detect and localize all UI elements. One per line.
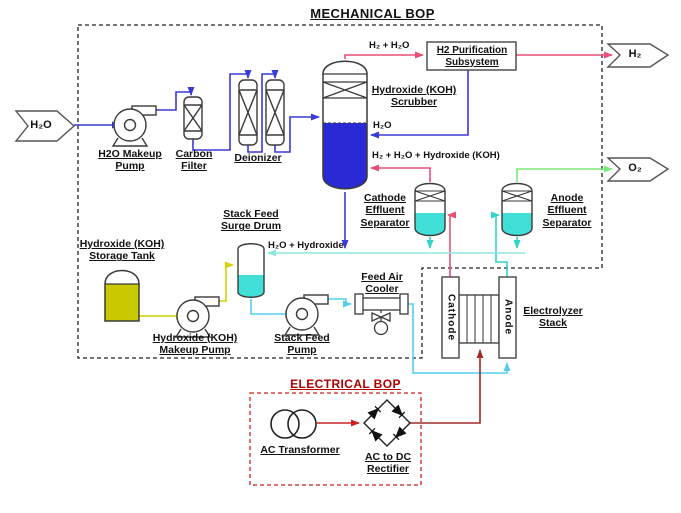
anode-separator-symbol bbox=[501, 182, 533, 237]
o2-outlet-flag bbox=[606, 157, 670, 182]
h2-purification-box bbox=[426, 41, 517, 71]
stream-h2-h2o-label: H₂ + H₂O bbox=[369, 40, 410, 51]
koh-makeup-pump-label: Hydroxide (KOH) Makeup Pump bbox=[152, 332, 238, 357]
surge-drum-label: Stack Feed Surge Drum bbox=[220, 208, 282, 233]
h2o-makeup-pump-symbol bbox=[111, 105, 157, 147]
mechanical-bop-title: MECHANICAL BOP bbox=[310, 6, 435, 21]
pipe-koh-pump-to-drum bbox=[219, 261, 234, 302]
stack-feed-pipes bbox=[250, 298, 511, 374]
electrolyzer-stack-label: Electrolyzer Stack bbox=[523, 305, 583, 330]
koh-scrubber-label: Hydroxide (KOH) Scrubber bbox=[371, 84, 457, 109]
stack-feed-pump-symbol bbox=[283, 294, 329, 336]
pipe-purification-to-scrubber bbox=[370, 70, 469, 139]
cathode-plate bbox=[441, 276, 460, 359]
electrical-bop-boundary bbox=[249, 392, 422, 486]
stream-h2-h2o-koh-label: H₂ + H₂O + Hydroxide (KOH) bbox=[372, 150, 500, 161]
koh-storage-tank-symbol bbox=[104, 269, 140, 322]
electrical-bop-title: ELECTRICAL BOP bbox=[290, 377, 401, 391]
anode-label: Anode bbox=[502, 299, 514, 336]
h2o-makeup-pump-label: H2O Makeup Pump bbox=[98, 148, 162, 173]
carbon-filter-label: Carbon Filter bbox=[175, 148, 213, 173]
feed-air-cooler-label: Feed Air Cooler bbox=[361, 271, 403, 296]
o2-outlet-label: O₂ bbox=[628, 162, 642, 174]
anode-separator-label: Anode Effluent Separator bbox=[542, 192, 592, 229]
ac-transformer-symbol bbox=[270, 409, 317, 439]
deionizer-label: Deionizer bbox=[234, 152, 282, 164]
cathode-separator-symbol bbox=[414, 182, 446, 237]
feed-air-cooler-symbol bbox=[354, 293, 409, 336]
pipe-scrubber-to-purification bbox=[344, 51, 424, 59]
stack-feed-pump-label: Stack Feed Pump bbox=[274, 332, 330, 357]
h2-outlet-flag bbox=[606, 43, 670, 68]
electrolyzer-stack-symbol bbox=[441, 276, 517, 359]
pipe-pump-to-carbon-filter bbox=[154, 87, 195, 111]
carbon-filter-symbol bbox=[183, 96, 203, 140]
pipe-cathode-sep-to-scrubber bbox=[370, 164, 431, 182]
hydroxide-pipes bbox=[267, 211, 525, 277]
electrical-lines bbox=[317, 349, 484, 427]
h2o-inlet-flag bbox=[14, 110, 76, 142]
pipe-stack-to-anode-sep bbox=[491, 211, 508, 277]
mechanical-bop-boundary bbox=[77, 24, 603, 359]
pipe-filter-to-deionizer1 bbox=[192, 70, 252, 151]
pipe-deionizer2-to-scrubber bbox=[274, 113, 320, 153]
water-pipes bbox=[74, 70, 469, 249]
stream-h2o-hydroxide-label: H₂O + Hydroxide bbox=[268, 240, 344, 251]
anode-plate bbox=[498, 276, 517, 359]
surge-drum-symbol bbox=[237, 243, 265, 298]
h2o-inlet-label: H₂O bbox=[30, 119, 52, 131]
rectifier-symbol bbox=[363, 399, 411, 447]
koh-scrubber-symbol bbox=[322, 60, 368, 190]
line-rectifier-to-stack bbox=[410, 349, 484, 424]
hydrogen-pipes bbox=[344, 51, 613, 277]
pipe-pump-to-cooler bbox=[328, 298, 352, 308]
rectifier-label: AC to DC Rectifier bbox=[364, 451, 412, 476]
stream-h2o-return-label: H₂O bbox=[373, 120, 392, 131]
h2-purification-label: H2 Purification Subsystem bbox=[436, 45, 508, 68]
cathode-label: Cathode bbox=[445, 294, 457, 341]
pipe-drum-to-stack-feed-pump bbox=[250, 299, 294, 318]
ac-transformer-label: AC Transformer bbox=[260, 444, 340, 456]
deionizer-symbol bbox=[238, 79, 285, 146]
koh-storage-tank-label: Hydroxide (KOH) Storage Tank bbox=[79, 238, 165, 263]
cathode-separator-label: Cathode Effluent Separator bbox=[360, 192, 410, 229]
pipe-anode-sep-to-o2-out bbox=[516, 165, 613, 182]
koh-makeup-pump-symbol bbox=[174, 296, 220, 338]
pipe-stack-to-cathode-sep bbox=[447, 211, 456, 277]
pipe-cooler-to-anode bbox=[408, 303, 511, 374]
h2-outlet-label: H₂ bbox=[628, 48, 642, 60]
pipe-deionizer1-to-deionizer2 bbox=[247, 70, 279, 153]
